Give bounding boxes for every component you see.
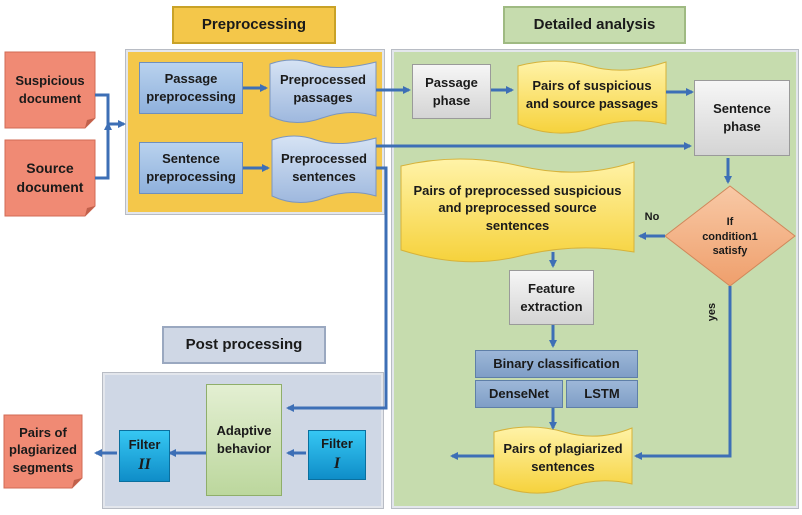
filter-ii-box: Filter II (119, 430, 170, 482)
filter-ii-numeral: II (138, 455, 151, 473)
detailed-analysis-title: Detailed analysis (503, 6, 686, 44)
filter-i-numeral: I (333, 454, 341, 472)
filter-i-label: Filter (321, 436, 353, 452)
densenet-box: DenseNet (475, 380, 563, 408)
pairs-of-plagiarized-sentences: Pairs of plagiarized sentences (503, 441, 623, 474)
binary-classification-box: Binary classification (475, 350, 638, 378)
no-label: No (644, 210, 660, 223)
preprocessed-passages: Preprocessed passages (280, 72, 366, 105)
passage-preprocessing-box: Passage preprocessing (139, 62, 243, 114)
pairs-of-passages: Pairs of suspicious and source passages (525, 78, 659, 111)
sentence-phase-box: Sentence phase (694, 80, 790, 156)
preprocessed-sentences-shape (271, 135, 377, 203)
preprocessing-title: Preprocessing (172, 6, 336, 44)
sentence-preprocessing-box: Sentence preprocessing (139, 142, 243, 194)
condition-label: If condition1 satisfy (702, 215, 758, 258)
passage-phase-box: Passage phase (412, 64, 491, 119)
preprocessed-passages-shape (269, 59, 377, 123)
yes-label: yes (705, 302, 718, 322)
feature-extraction-box: Feature extraction (509, 270, 594, 325)
filter-i-box: Filter I (308, 430, 366, 480)
filter-ii-label: Filter (128, 437, 161, 453)
source-document: Source document (16, 160, 84, 195)
pairs-of-preprocessed-sentences: Pairs of preprocessed suspicious and pre… (413, 182, 622, 233)
pairs-plagiarized-shape (493, 426, 633, 494)
adaptive-behavior-box: Adaptive behavior (206, 384, 282, 496)
pairs-passages-shape (517, 60, 667, 134)
suspicious-document: Suspicious document (15, 73, 85, 106)
post-processing-title: Post processing (162, 326, 326, 364)
preprocessed-sentences: Preprocessed sentences (281, 151, 367, 184)
lstm-box: LSTM (566, 380, 638, 408)
output-segments: Pairs of plagiarized segments (9, 424, 77, 475)
pairs-sentences-shape (400, 158, 635, 263)
